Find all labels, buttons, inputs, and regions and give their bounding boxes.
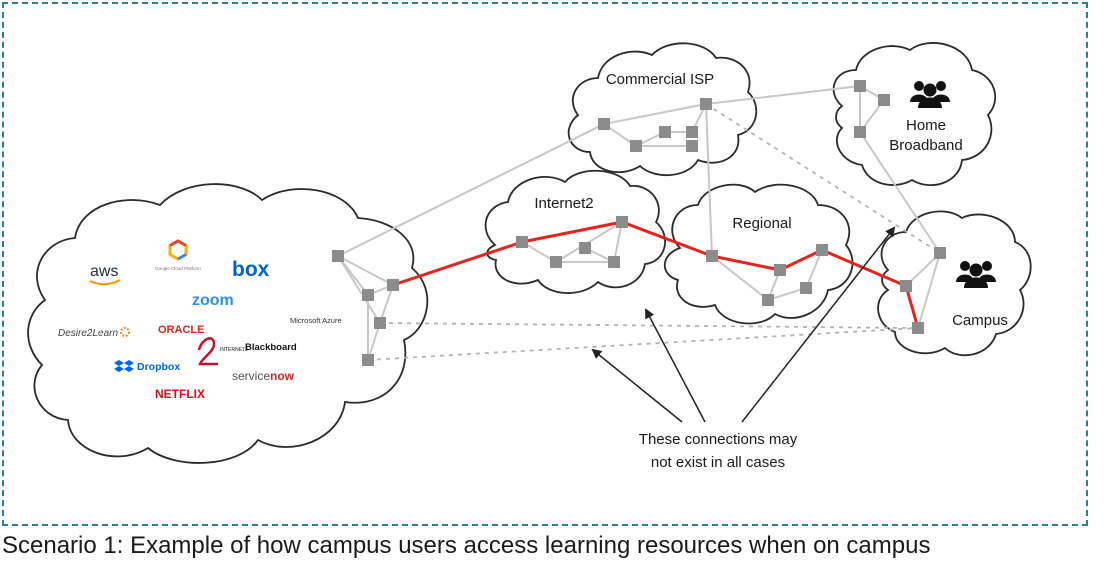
network-node: [878, 94, 890, 106]
servicenow-service: service: [232, 369, 270, 383]
dotted-link: [379, 322, 919, 329]
users-icon: [910, 81, 950, 108]
link: [859, 131, 941, 254]
link: [379, 284, 394, 324]
cloud-label-commercial-isp: Commercial ISP: [606, 71, 714, 88]
network-node: [912, 322, 924, 334]
aws-smile-icon: [89, 279, 121, 286]
network-node: [706, 250, 718, 262]
google-cloud-logo: Google Cloud Platform: [155, 266, 201, 271]
link: [705, 103, 713, 257]
blackboard-logo: Blackboard: [245, 342, 297, 353]
link: [603, 103, 707, 125]
link: [337, 255, 394, 286]
dropbox-logo: Dropbox: [137, 361, 180, 373]
link: [917, 252, 941, 329]
link: [337, 123, 605, 257]
link: [805, 249, 823, 289]
annotation-line-1: These connections may: [639, 431, 798, 448]
dotted-link: [705, 103, 941, 254]
network-node: [616, 216, 628, 228]
cloud-label-internet2: Internet2: [534, 195, 593, 212]
network-node: [630, 140, 642, 152]
campus-access-path: [392, 220, 920, 329]
dotted-link: [367, 327, 919, 361]
network-node: [854, 126, 866, 138]
network-node: [362, 354, 374, 366]
network-node: [387, 279, 399, 291]
network-node: [374, 317, 386, 329]
cloud-label-regional: Regional: [732, 215, 791, 232]
cloud-label-broadband: Broadband: [889, 137, 962, 154]
link: [613, 221, 623, 263]
network-node: [598, 118, 610, 130]
network-node: [608, 256, 620, 268]
figure-frame: [2, 2, 1088, 526]
link: [767, 287, 807, 301]
aws-logo: aws: [90, 263, 118, 280]
network-node: [686, 140, 698, 152]
network-node: [550, 256, 562, 268]
network-node: [332, 250, 344, 262]
servicenow-logo: servicenow: [232, 369, 295, 383]
network-node: [659, 126, 671, 138]
figure-caption: Scenario 1: Example of how campus users …: [2, 532, 931, 559]
link: [367, 322, 381, 361]
link: [705, 85, 861, 105]
internet2-mark: [197, 337, 218, 366]
microsoft-azure-logo: Microsoft Azure: [290, 316, 342, 325]
network-node: [900, 280, 912, 292]
cloud-cloud-providers: [27, 183, 429, 464]
annotation-arrow: [645, 308, 706, 423]
network-node: [686, 126, 698, 138]
network-node: [579, 242, 591, 254]
netflix-logo: NETFLIX: [155, 387, 205, 401]
link: [711, 255, 769, 301]
network-node: [762, 294, 774, 306]
annotation-arrow: [741, 226, 896, 423]
network-node: [854, 80, 866, 92]
desire2learn-logo: Desire2Learn: [58, 328, 118, 339]
oracle-logo: ORACLE: [158, 324, 204, 336]
network-node: [362, 289, 374, 301]
box-logo: box: [232, 258, 270, 281]
network-node: [800, 282, 812, 294]
internet2-logo: INTERNET2: [220, 347, 248, 353]
cloud-commercial-isp: [567, 42, 758, 177]
annotation-line-2: not exist in all cases: [651, 454, 785, 471]
annotation-arrow: [591, 348, 683, 423]
desire2learn-mark: [120, 327, 130, 337]
google-cloud-icon: [168, 239, 188, 261]
link: [337, 255, 381, 324]
network-node: [700, 98, 712, 110]
network-node: [934, 247, 946, 259]
zoom-logo: zoom: [192, 292, 234, 309]
network-diagram: Commercial ISP Home Broadband Internet2 …: [27, 42, 1032, 471]
network-node: [516, 236, 528, 248]
cloud-label-campus: Campus: [952, 312, 1008, 329]
cloud-home-broadband: [832, 42, 997, 186]
servicenow-now: now: [270, 369, 295, 383]
network-node: [774, 264, 786, 276]
network-node: [816, 244, 828, 256]
cloud-label-home: Home: [906, 117, 946, 134]
users-icon: [956, 261, 996, 288]
dropbox-icon: [114, 360, 134, 372]
